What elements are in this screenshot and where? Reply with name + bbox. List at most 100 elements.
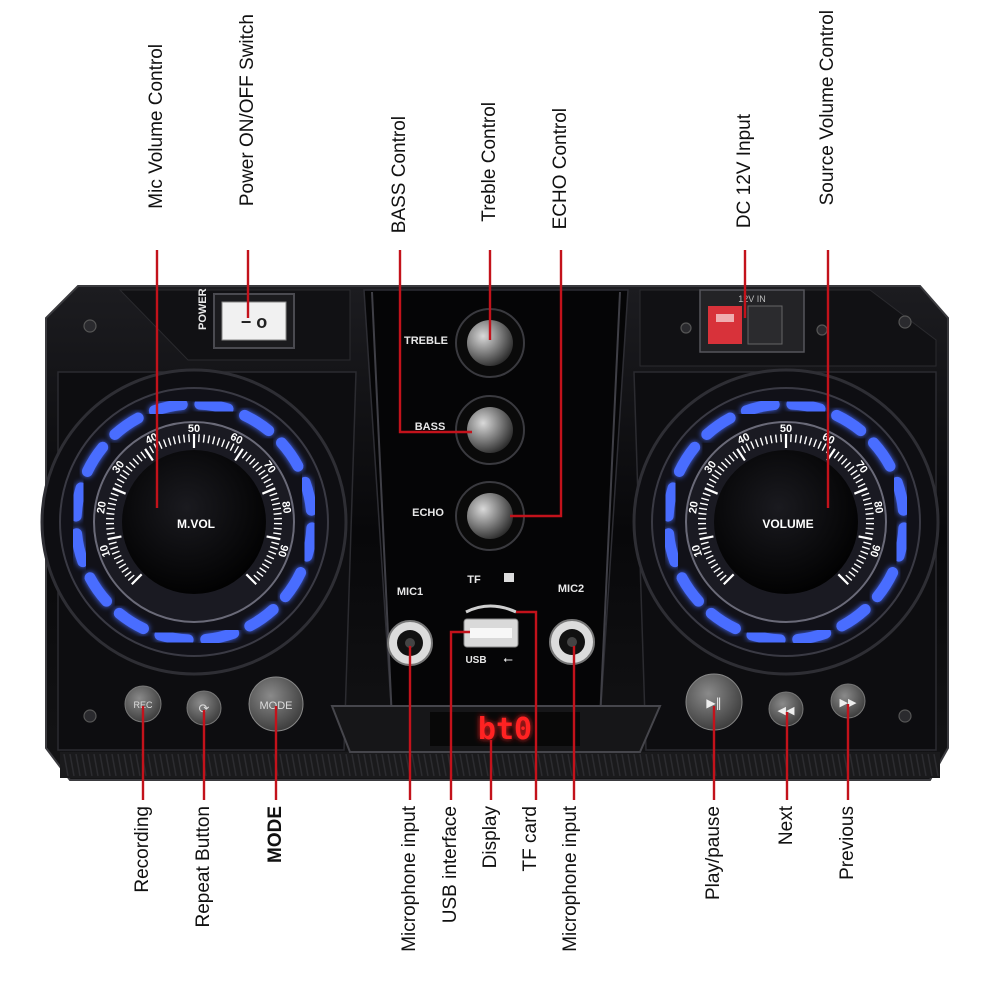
- dial-tick: [241, 451, 248, 459]
- dial-tick: [132, 458, 140, 465]
- dial-tick: [865, 512, 874, 515]
- dial-tick: [272, 507, 282, 511]
- dial-scale-number: 10: [98, 543, 113, 558]
- dial-tick: [858, 535, 873, 541]
- dial-scale-number: 10: [690, 543, 705, 558]
- dial-tick: [233, 445, 240, 454]
- dial-tick: [261, 487, 276, 495]
- dial-tick: [253, 574, 261, 581]
- dial-tick: [106, 532, 115, 535]
- callout-echo-control: ECHO Control: [550, 108, 571, 230]
- dial-tick: [202, 434, 206, 443]
- dial-tick: [840, 458, 848, 465]
- dial-tick: [855, 478, 864, 484]
- dial-light-segment: [81, 441, 109, 477]
- dial-scale-number: 20: [687, 500, 701, 514]
- previous-button[interactable]: ▶▶: [830, 683, 866, 719]
- dial-tick: [754, 439, 759, 448]
- dial-tick: [803, 436, 808, 445]
- dial-scale-number: 70: [853, 459, 870, 476]
- dial-tick: [861, 492, 870, 497]
- dial-tick: [745, 443, 751, 452]
- power-switch[interactable]: − o: [213, 293, 295, 349]
- dial-tick: [717, 465, 725, 472]
- dial-tick: [865, 532, 874, 535]
- dial-light-segment: [299, 476, 317, 516]
- dial-tick: [158, 441, 163, 449]
- dial-tick: [177, 435, 181, 444]
- dial-tick: [837, 573, 850, 586]
- dial-tick: [109, 497, 118, 501]
- dial-tick: [216, 437, 221, 446]
- dial-tick: [269, 492, 278, 497]
- dial-tick: [271, 541, 280, 545]
- echo-knob[interactable]: [455, 481, 525, 551]
- dial-tick: [269, 546, 278, 550]
- dial-tick: [716, 570, 724, 578]
- dial-tick: [702, 492, 711, 497]
- dial-tick: [856, 559, 864, 565]
- dial-light-segment: [663, 528, 681, 568]
- bass-knob[interactable]: [455, 395, 525, 465]
- dial-tick: [759, 437, 764, 446]
- tf-card-slot[interactable]: [465, 604, 517, 614]
- dial-light-segment: [740, 399, 780, 417]
- dial-scale-number: 20: [95, 500, 109, 514]
- dial-tick: [271, 502, 281, 506]
- dial-tick: [122, 469, 130, 476]
- callout-treble-control: Treble Control: [479, 102, 500, 222]
- dial-tick: [265, 482, 274, 488]
- dial-tick: [774, 434, 778, 443]
- dial-scale-number: 60: [228, 431, 244, 447]
- callout-microphone-input-2: Microphone input: [560, 806, 581, 952]
- dial-tick: [260, 473, 269, 480]
- dial-tick: [255, 465, 263, 472]
- dial-light-segment: [148, 399, 188, 417]
- mic1-jack[interactable]: [387, 620, 433, 666]
- dial-tick: [112, 487, 127, 495]
- dial-tick: [221, 439, 226, 448]
- callout-tf-card: TF card: [520, 806, 541, 872]
- dial-tick: [857, 482, 866, 488]
- callout-repeat-button: Repeat Button: [193, 806, 214, 928]
- mode-button[interactable]: MODE: [248, 676, 304, 732]
- usb-symbol-icon: ⭠: [503, 652, 513, 666]
- dial-scale-number: 90: [275, 543, 290, 558]
- mic2-jack[interactable]: [549, 619, 595, 665]
- dial-tick: [852, 473, 861, 480]
- dial-tick: [248, 458, 256, 465]
- dial-tick: [106, 527, 115, 530]
- dial-tick: [110, 546, 119, 550]
- dial-tick: [853, 563, 862, 569]
- dc-12v-input[interactable]: 12V IN: [699, 289, 805, 353]
- dial-tick: [847, 465, 855, 472]
- usb-port[interactable]: [463, 618, 519, 648]
- lock-icon: [504, 573, 514, 582]
- dial-light-segment: [109, 412, 144, 440]
- rec-label: REC: [133, 700, 153, 710]
- dial-tick: [266, 554, 275, 560]
- dial-tick: [698, 527, 707, 530]
- dial-tick: [266, 535, 281, 541]
- dial-light-segment: [746, 629, 786, 646]
- dial-tick: [182, 434, 186, 443]
- dial-light-segment: [705, 607, 741, 635]
- dial-scale-number: 80: [279, 500, 293, 514]
- dial-tick: [273, 512, 282, 515]
- dial-tick: [708, 478, 717, 484]
- dial-tick: [245, 454, 252, 462]
- callout-dc-input: DC 12V Input: [734, 114, 755, 229]
- dial-tick: [121, 567, 129, 573]
- dial-tick: [167, 437, 172, 446]
- dial-tick: [850, 469, 858, 476]
- dial-tick: [116, 478, 125, 484]
- dial-tick: [698, 532, 707, 535]
- dial-light-segment: [662, 482, 679, 522]
- dial-tick: [207, 435, 211, 444]
- dial-tick: [833, 451, 840, 459]
- dial-tick: [106, 512, 115, 515]
- recording-button[interactable]: REC: [124, 685, 162, 723]
